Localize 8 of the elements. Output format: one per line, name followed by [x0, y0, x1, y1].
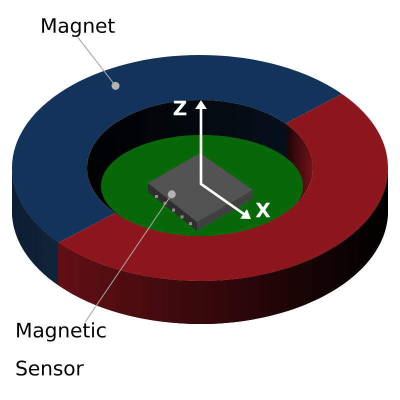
magnet-drawing	[12, 55, 388, 324]
label-text: Magnetic Sensor	[16, 322, 106, 376]
sensor-chip-drawing	[148, 153, 253, 231]
axis-label: X	[256, 202, 270, 218]
label-text: Magnet	[42, 18, 115, 37]
axis-label: Z	[174, 100, 186, 116]
leader-line	[84, 190, 176, 322]
leader-line	[77, 36, 120, 90]
